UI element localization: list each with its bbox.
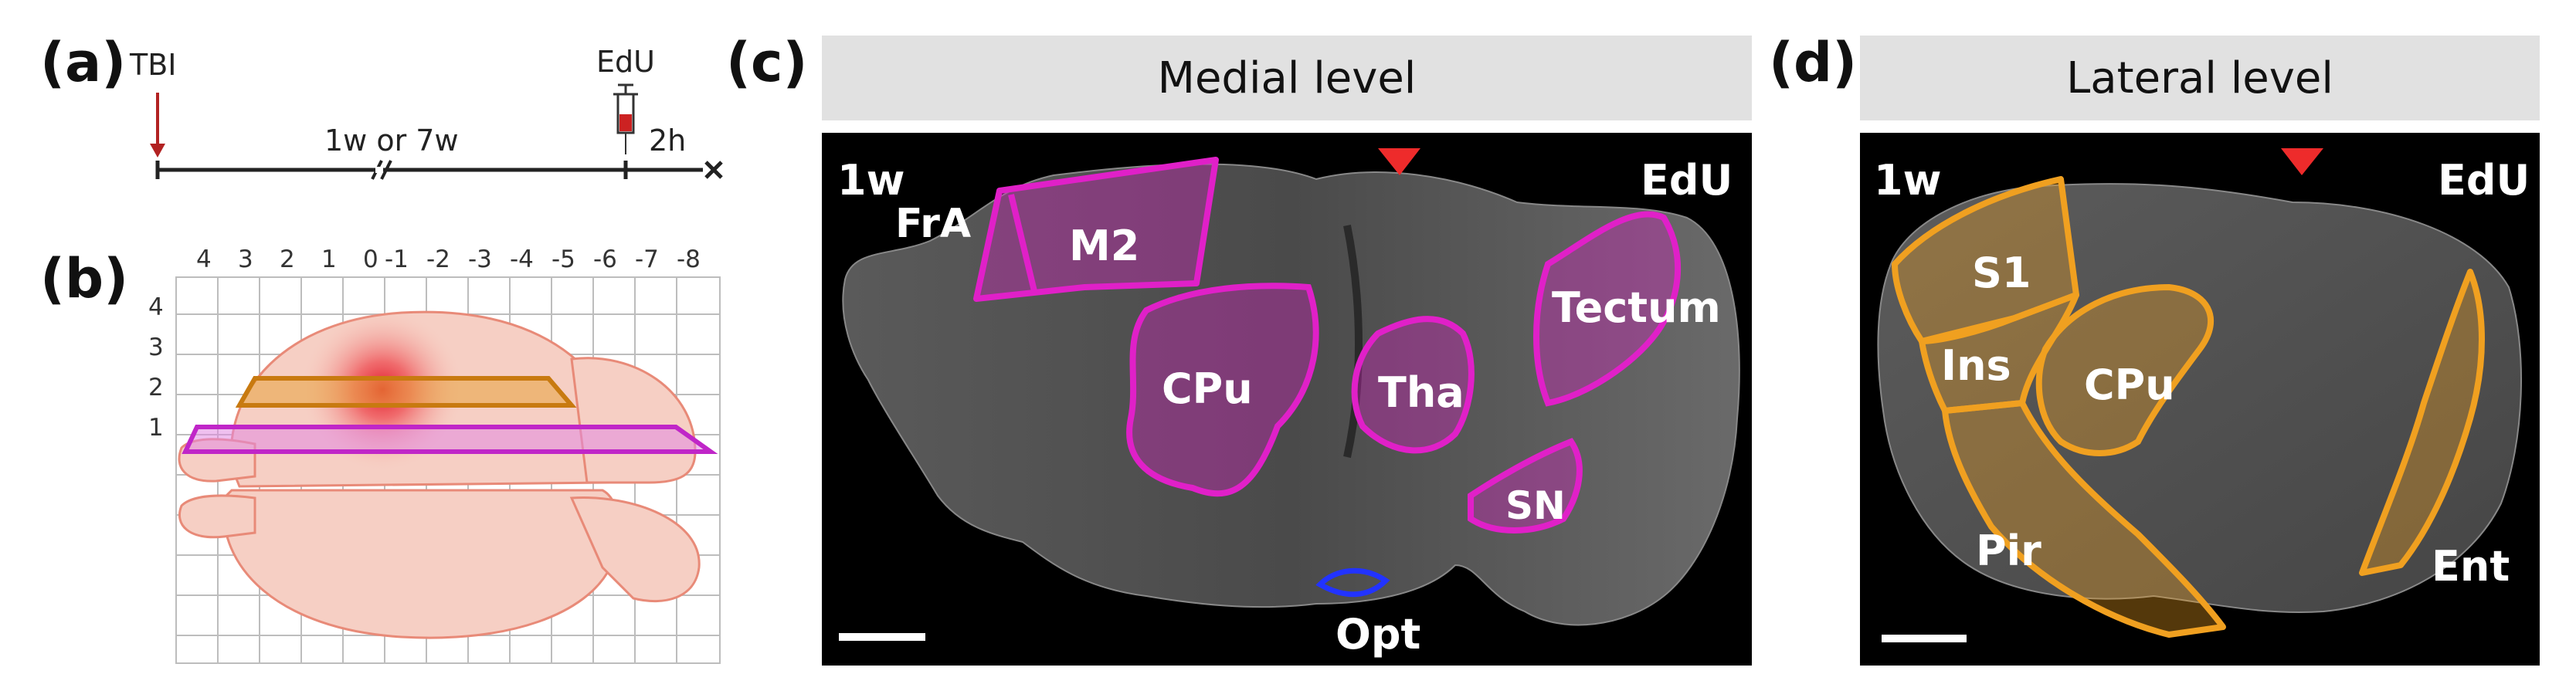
brain-section-tissue bbox=[1877, 183, 2522, 613]
region-ent-outline bbox=[2359, 269, 2485, 576]
duration-label: 2h bbox=[649, 124, 687, 158]
label-sn: SN bbox=[1505, 483, 1566, 528]
x-tick: -5 bbox=[552, 246, 575, 273]
region-sn-outline bbox=[1468, 438, 1583, 533]
medial-level-band bbox=[182, 425, 718, 454]
y-tick: 3 bbox=[148, 334, 164, 361]
midline-fissure bbox=[1343, 225, 1363, 459]
x-tick: 1 bbox=[321, 246, 337, 273]
interval-label: 1w or 7w bbox=[324, 124, 459, 158]
x-tick: -1 bbox=[385, 246, 409, 273]
panel-a-letter: (a) bbox=[40, 31, 127, 94]
region-pir-outline bbox=[1942, 400, 2226, 638]
stain-label: EdU bbox=[2438, 156, 2530, 205]
y-tick: 2 bbox=[148, 374, 164, 401]
lesion-marker-icon bbox=[2281, 148, 2323, 175]
brain-diagram bbox=[175, 276, 721, 664]
time-label: 1w bbox=[1874, 156, 1941, 205]
x-tick: -3 bbox=[468, 246, 492, 273]
label-m2: M2 bbox=[1069, 222, 1139, 270]
scale-bar bbox=[1882, 635, 1967, 642]
x-tick: 3 bbox=[238, 246, 253, 273]
x-tick: -2 bbox=[426, 246, 450, 273]
x-axis-ticks: 4 3 2 1 0 -1 -2 -3 -4 -5 -6 -7 -8 bbox=[178, 246, 718, 276]
label-tectum: Tectum bbox=[1552, 283, 1721, 332]
lesion-marker-icon bbox=[1378, 148, 1420, 175]
label-fra: FrA bbox=[895, 201, 971, 247]
region-tectum-outline bbox=[1533, 211, 1682, 407]
y-tick: 1 bbox=[148, 414, 164, 442]
label-cpu: CPu bbox=[2084, 361, 2175, 409]
x-tick: 0 bbox=[363, 246, 378, 273]
region-cpu-outline bbox=[1126, 283, 1319, 497]
panel-d-letter: (d) bbox=[1769, 31, 1858, 94]
label-tha: Tha bbox=[1378, 368, 1464, 417]
region-cpu-outline bbox=[2035, 283, 2215, 456]
scale-bar bbox=[839, 633, 925, 641]
region-ins-outline bbox=[1919, 292, 2079, 414]
panel-c-header: Medial level bbox=[822, 36, 1752, 120]
y-axis-ticks: 4 3 2 1 bbox=[148, 293, 171, 448]
y-tick: 4 bbox=[148, 293, 164, 321]
region-opt-outline bbox=[1315, 567, 1390, 598]
syringe-icon bbox=[613, 83, 638, 154]
label-s1: S1 bbox=[1972, 249, 2031, 297]
timeline bbox=[150, 83, 723, 180]
panel-d-image: 1w EdU S1 Ins CPu Pir Ent bbox=[1860, 133, 2540, 666]
panel-c-letter: (c) bbox=[726, 31, 808, 94]
break-mark-2 bbox=[380, 160, 392, 180]
x-tick: -4 bbox=[510, 246, 534, 273]
brain-lower-hemisphere bbox=[222, 489, 620, 639]
panel-b-letter: (b) bbox=[40, 247, 129, 310]
panel-c-image: 1w EdU FrA M2 CPu Tha Tectum SN Opt bbox=[822, 133, 1752, 666]
x-tick: 4 bbox=[196, 246, 212, 273]
x-tick: -6 bbox=[593, 246, 617, 273]
region-m2-outline bbox=[973, 157, 1219, 302]
tbi-arrowhead bbox=[150, 144, 165, 158]
region-tha-outline bbox=[1351, 316, 1475, 454]
x-tick: 2 bbox=[280, 246, 295, 273]
x-tick: -8 bbox=[677, 246, 701, 273]
lateral-level-band bbox=[235, 376, 577, 408]
cerebellum-lower bbox=[569, 496, 701, 603]
tbi-label: TBI bbox=[130, 48, 177, 82]
stain-label: EdU bbox=[1641, 156, 1733, 205]
label-ins: Ins bbox=[1941, 341, 2011, 390]
end-mark-b bbox=[704, 161, 723, 179]
time-label: 1w bbox=[837, 156, 904, 205]
olfactory-bulb-bottom bbox=[178, 494, 256, 539]
region-fra-divider bbox=[1008, 194, 1037, 292]
edu-label: EdU bbox=[596, 45, 655, 79]
label-pir: Pir bbox=[1976, 527, 2041, 575]
label-opt: Opt bbox=[1336, 610, 1420, 659]
label-cpu: CPu bbox=[1162, 364, 1253, 413]
panel-d-header: Lateral level bbox=[1860, 36, 2540, 120]
label-ent: Ent bbox=[2432, 542, 2510, 591]
x-tick: -7 bbox=[635, 246, 659, 273]
